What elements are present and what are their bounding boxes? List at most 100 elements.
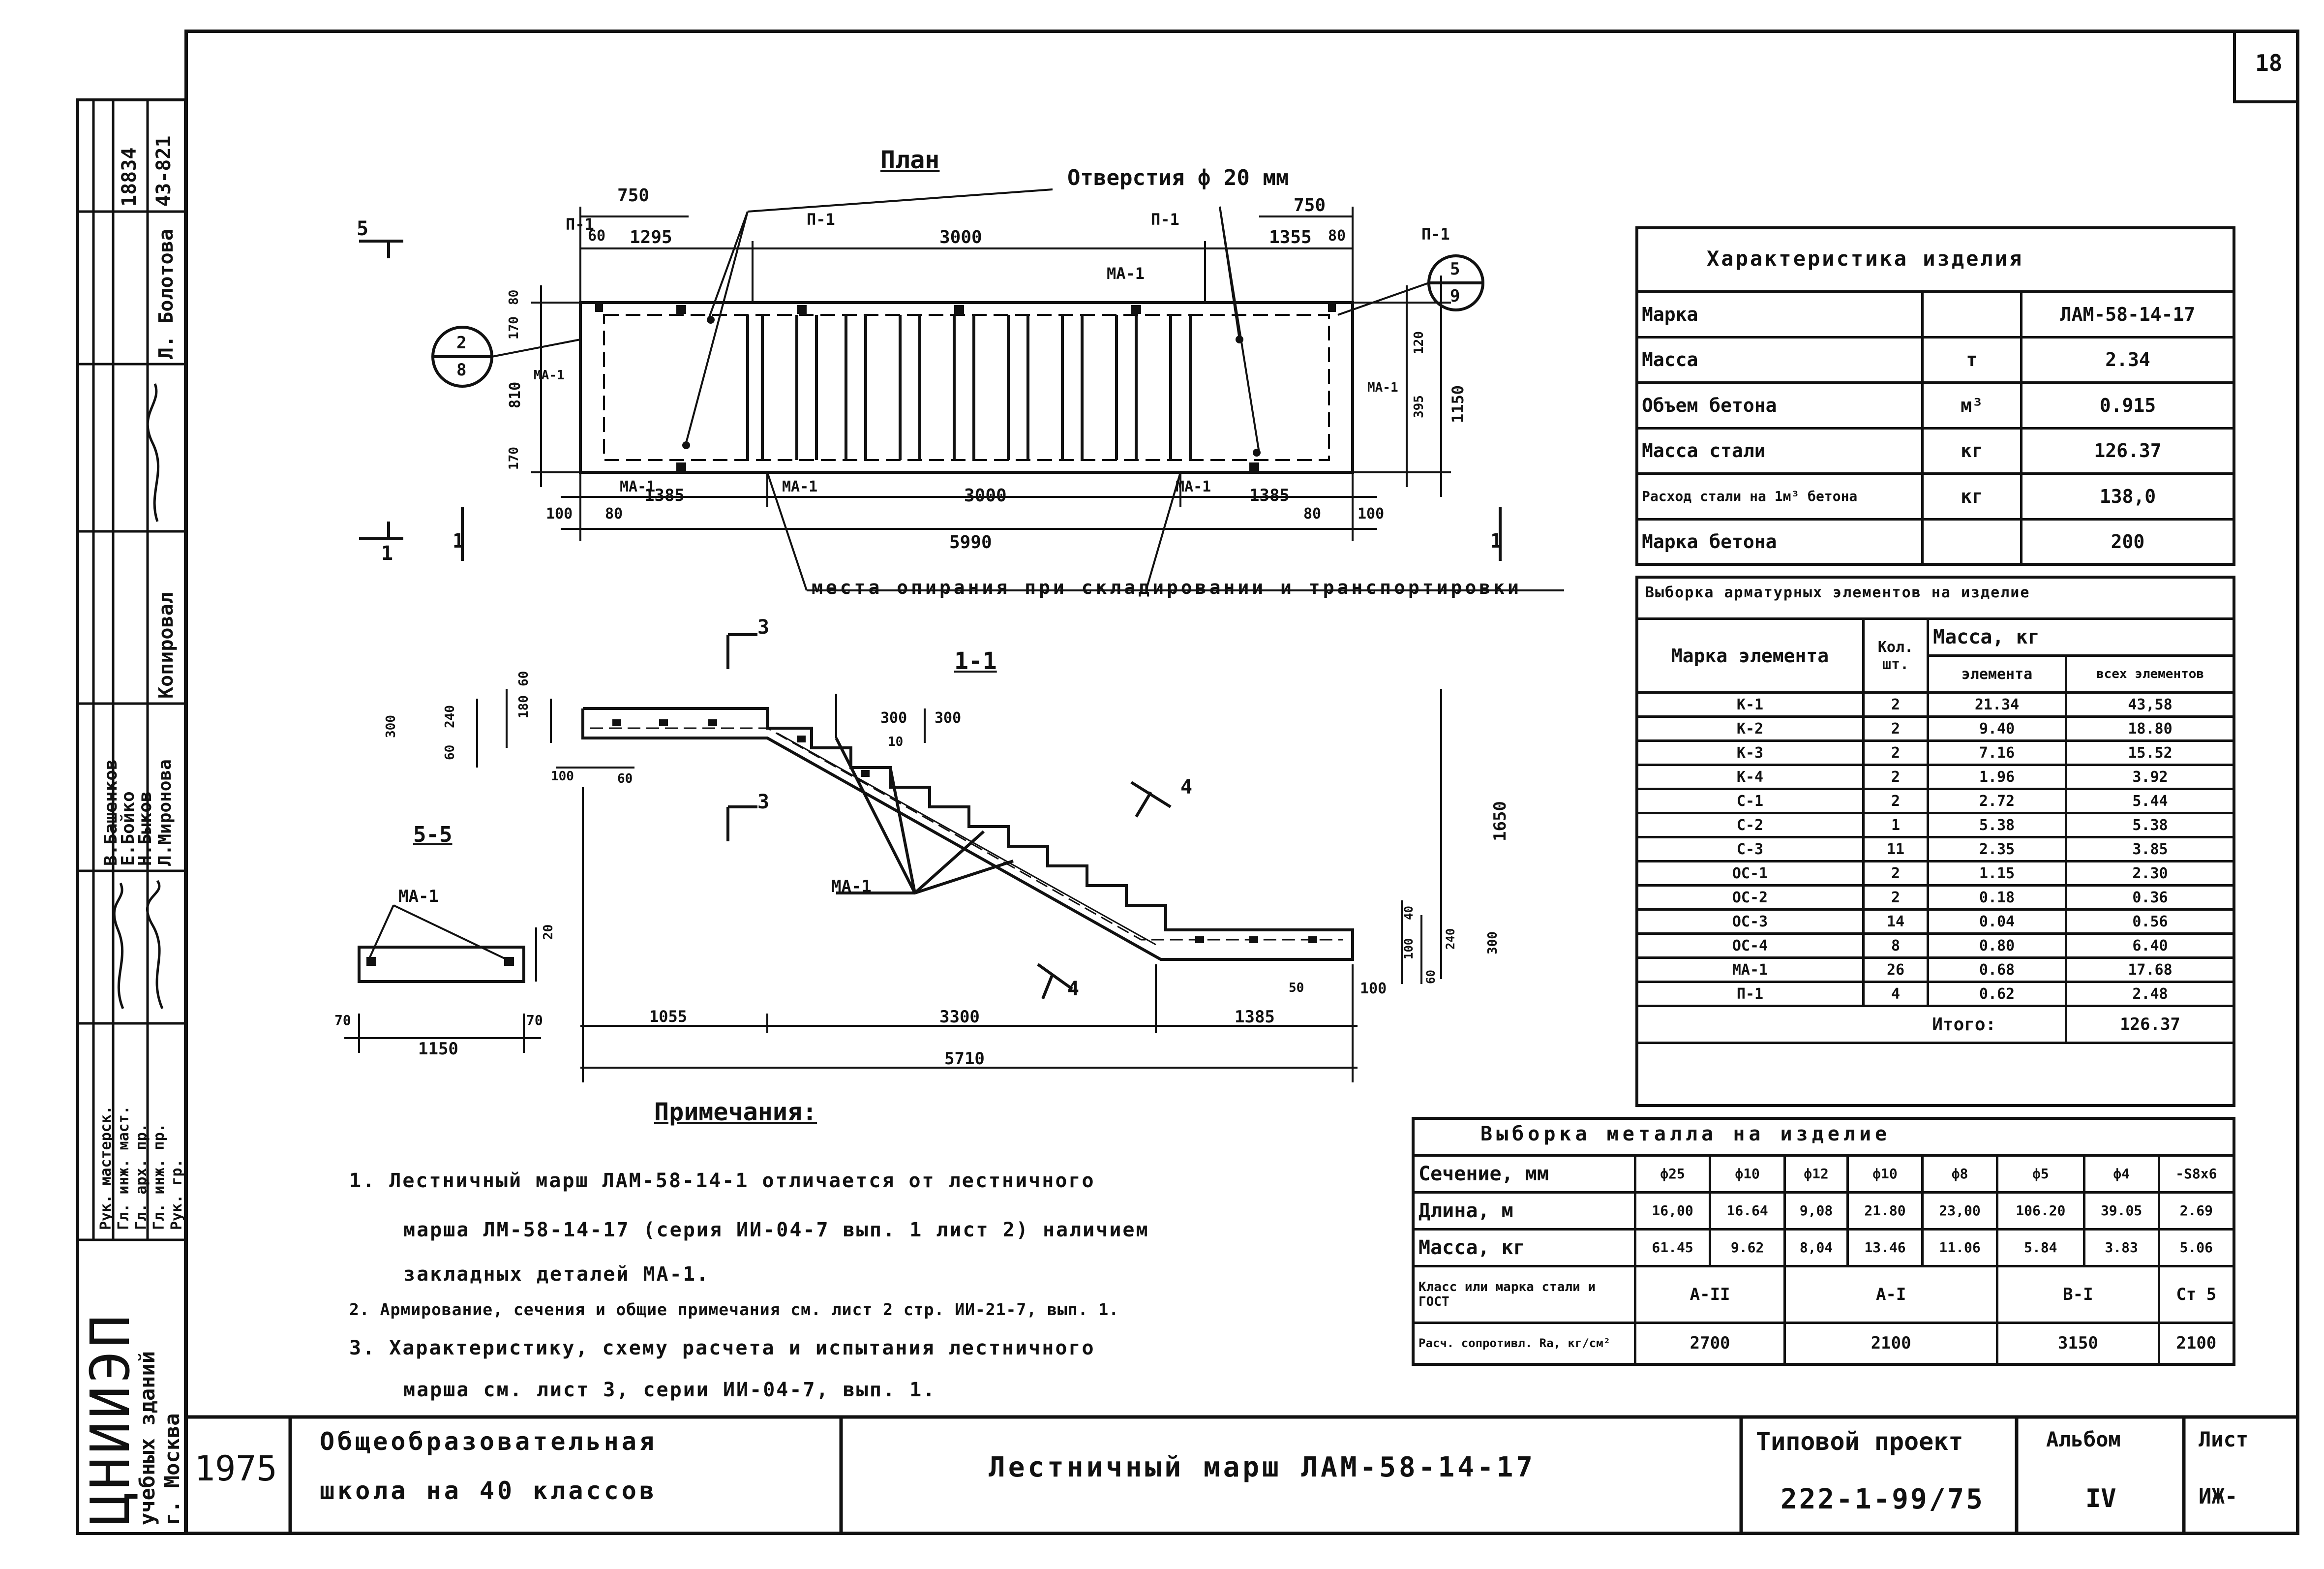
char-row-value: 2.34 bbox=[2020, 336, 2235, 384]
section-dim-left-4: 180 bbox=[516, 695, 531, 718]
char-row-unit: кг bbox=[1921, 472, 2022, 521]
section-dim-right-3: 240 bbox=[1444, 928, 1457, 950]
metal-section-cell: ф12 bbox=[1783, 1154, 1849, 1194]
rebar-cell-all: 17.68 bbox=[2065, 956, 2235, 983]
side-copy-label: Копировал bbox=[155, 592, 178, 699]
plan-label-ma1-bottom-3: МА-1 bbox=[1176, 478, 1211, 495]
plan-label-ma1-right: МА-1 bbox=[1367, 380, 1398, 395]
rebar-cell-mark: К-2 bbox=[1635, 715, 1865, 742]
section55-dim-left: 70 bbox=[334, 1012, 351, 1028]
rebar-cell-all: 15.52 bbox=[2065, 739, 2235, 766]
plan-dim-top-1: 750 bbox=[617, 185, 650, 206]
institute-logo: ЦНИИЭП bbox=[79, 1312, 142, 1525]
rebar-cell-mark: ОС-4 bbox=[1635, 932, 1865, 959]
plan-label-ma1-bottom-2: МА-1 bbox=[782, 478, 818, 495]
metal-section-cell: ф10 bbox=[1846, 1154, 1924, 1194]
metal-calc-2: 2100 bbox=[1783, 1321, 1999, 1366]
rebar-cell-elem: 2.35 bbox=[1927, 836, 2067, 862]
section-dim-bottom-1: 1055 bbox=[649, 1007, 688, 1026]
rebar-cell-elem: 0.62 bbox=[1927, 981, 2067, 1007]
note-line-3: закладных деталей МА-1. bbox=[403, 1263, 710, 1286]
rebar-cell-all: 43,58 bbox=[2065, 691, 2235, 718]
plan-label-p1-far: П-1 bbox=[1421, 225, 1450, 244]
rebar-cell-elem: 1.96 bbox=[1927, 764, 2067, 790]
title-album-value: IV bbox=[2085, 1484, 2116, 1513]
plan-dim-bottom-1: 100 bbox=[546, 505, 573, 523]
metal-length-cell: 16,00 bbox=[1633, 1191, 1712, 1231]
section-ma-label: МА-1 bbox=[831, 877, 872, 896]
plan-label-ma1-top: МА-1 bbox=[1107, 264, 1145, 283]
rebar-cell-mark: ОС-2 bbox=[1635, 884, 1865, 911]
metal-length-cell: 21.80 bbox=[1846, 1191, 1924, 1231]
metal-class-3: В-I bbox=[1996, 1264, 2160, 1324]
metal-mass-cell: 5.06 bbox=[2157, 1228, 2235, 1267]
rebar-cell-mark: МА-1 bbox=[1635, 956, 1865, 983]
section-dim-left-7: 60 bbox=[617, 771, 633, 786]
char-row-name: Масса bbox=[1635, 336, 1924, 384]
rebar-cell-mark: ОС-1 bbox=[1635, 860, 1865, 887]
rebar-cell-elem: 0.68 bbox=[1927, 956, 2067, 983]
char-row-name: Масса стали bbox=[1635, 427, 1924, 475]
side-staff-name-4: Л.Миронова bbox=[155, 759, 175, 866]
plan-dim-right-2: 395 bbox=[1412, 395, 1426, 418]
metal-section-cell: ф8 bbox=[1921, 1154, 1999, 1194]
section-dim-right-4: 60 bbox=[1424, 970, 1438, 984]
section-dim-left-1: 300 bbox=[384, 715, 398, 738]
metal-table-title: Выборка металла на изделие bbox=[1480, 1123, 1891, 1145]
side-staff-role-1: Рук. мастерск. bbox=[97, 1106, 115, 1230]
title-typical-label: Типовой проект bbox=[1756, 1427, 1963, 1456]
rebar-cell-mark: К-4 bbox=[1635, 764, 1865, 790]
char-row-value: 126.37 bbox=[2020, 427, 2235, 475]
cut-mark-5-top: 5 bbox=[357, 217, 369, 240]
rebar-cell-qty: 11 bbox=[1862, 836, 1929, 862]
notes-title: Примечания: bbox=[654, 1098, 817, 1126]
bubble-left-top: 2 bbox=[456, 333, 467, 353]
section-dim-top-3: 10 bbox=[888, 735, 904, 749]
rebar-cell-all: 2.48 bbox=[2065, 981, 2235, 1007]
rebar-cell-mark: К-3 bbox=[1635, 739, 1865, 766]
metal-mass-cell: 11.06 bbox=[1921, 1228, 1999, 1267]
section55-dim-height: 20 bbox=[541, 924, 556, 940]
rebar-cell-elem: 0.80 bbox=[1927, 932, 2067, 959]
section-dim-left-6: 100 bbox=[551, 769, 574, 784]
plan-dim-top-2: 60 bbox=[588, 227, 606, 245]
cut-mark-1-right: 1 bbox=[1490, 530, 1503, 553]
rebar-cell-qty: 2 bbox=[1862, 884, 1929, 911]
rebar-cell-qty: 2 bbox=[1862, 715, 1929, 742]
plan-dim-top-5: 750 bbox=[1294, 195, 1326, 215]
section55-dim-width: 1150 bbox=[418, 1039, 458, 1059]
note-line-1: 1. Лестничный марш ЛАМ-58-14-1 отличаетс… bbox=[349, 1169, 1095, 1192]
rebar-cell-elem: 7.16 bbox=[1927, 739, 2067, 766]
char-row-unit: м³ bbox=[1921, 381, 2022, 430]
rebar-cell-elem: 0.04 bbox=[1927, 908, 2067, 935]
metal-mass-cell: 9.62 bbox=[1709, 1228, 1786, 1267]
plan-label-p1-left: П-1 bbox=[566, 215, 594, 234]
metal-header-mass: Масса, кг bbox=[1412, 1228, 1636, 1267]
plan-dim-right-1: 120 bbox=[1412, 331, 1426, 354]
metal-calc-4: 2100 bbox=[2157, 1321, 2235, 1366]
metal-calc-1: 2700 bbox=[1633, 1321, 1786, 1366]
rebar-cell-mark: С-3 bbox=[1635, 836, 1865, 862]
plan-dim-right-3: 1150 bbox=[1449, 385, 1467, 423]
rebar-cell-all: 0.56 bbox=[2065, 908, 2235, 935]
metal-class-4: Ст 5 bbox=[2157, 1264, 2235, 1324]
side-copy-name: Л. Болотова bbox=[155, 229, 178, 359]
section-cut-3-top: 3 bbox=[757, 616, 770, 639]
bubble-left-bottom: 8 bbox=[456, 360, 467, 380]
title-year: 1975 bbox=[194, 1448, 277, 1489]
rebar-cell-qty: 2 bbox=[1862, 691, 1929, 718]
rebar-cell-elem: 2.72 bbox=[1927, 788, 2067, 814]
side-code-top: 18834 bbox=[118, 147, 141, 207]
metal-section-cell: ф4 bbox=[2083, 1154, 2160, 1194]
plan-dim-top-7: 80 bbox=[1328, 227, 1346, 245]
section55-dim-right: 70 bbox=[526, 1012, 543, 1028]
char-row-name: Расход стали на 1м³ бетона bbox=[1635, 472, 1924, 521]
